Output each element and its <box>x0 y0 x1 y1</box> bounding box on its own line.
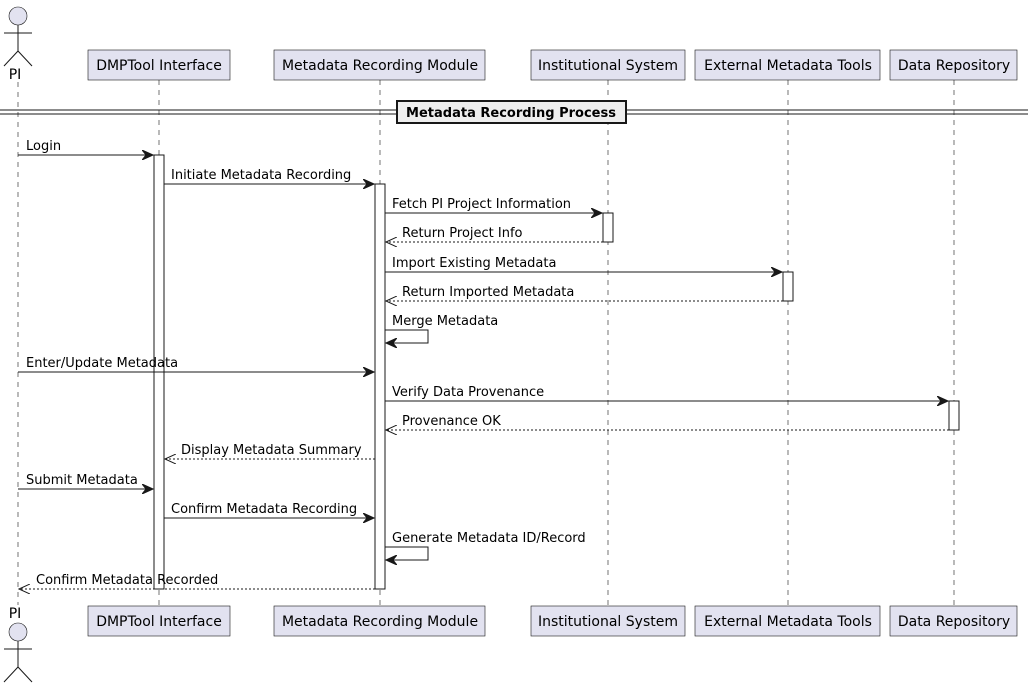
messages: Login Initiate Metadata Recording Fetch … <box>18 139 949 589</box>
activation-institutional-system <box>602 212 614 243</box>
message-label: Display Metadata Summary <box>181 443 362 458</box>
activation-external-metadata-tools <box>782 271 794 302</box>
participant-data-repository-bottom: Data Repository <box>889 605 1018 637</box>
participant-metadata-recording-module-top: Metadata Recording Module <box>273 49 486 81</box>
message-label: Return Project Info <box>402 226 523 241</box>
message-label: Enter/Update Metadata <box>26 356 178 371</box>
message-label: Provenance OK <box>402 414 501 429</box>
message-label: Initiate Metadata Recording <box>171 168 351 183</box>
participant-label: Metadata Recording Module <box>282 58 478 74</box>
actor-label: PI <box>9 606 22 622</box>
message-label: Merge Metadata <box>392 314 498 329</box>
message-label: Return Imported Metadata <box>402 285 574 300</box>
message-label: Fetch PI Project Information <box>392 197 571 212</box>
message-label: Login <box>26 139 61 154</box>
actor-icon <box>3 6 33 67</box>
actor-icon <box>3 622 33 683</box>
actor-pi-bottom: PI <box>3 606 33 683</box>
participant-dmptool-interface-top: DMPTool Interface <box>87 49 231 81</box>
participant-data-repository-top: Data Repository <box>889 49 1018 81</box>
participant-institutional-system-bottom: Institutional System <box>530 605 686 637</box>
participant-label: Data Repository <box>898 614 1010 630</box>
participants-bottom: PI DMPTool Interface Metadata Recording … <box>3 605 1018 683</box>
group-label: Metadata Recording Process <box>406 106 616 121</box>
participants-top: PI DMPTool Interface Metadata Recording … <box>3 6 1018 83</box>
message-arrow <box>385 546 429 560</box>
activation-metadata-recording-module <box>374 183 386 590</box>
message-arrow <box>385 329 429 343</box>
participant-external-metadata-tools-bottom: External Metadata Tools <box>694 605 881 637</box>
message-label: Submit Metadata <box>26 473 138 488</box>
participant-dmptool-interface-bottom: DMPTool Interface <box>87 605 231 637</box>
participant-external-metadata-tools-top: External Metadata Tools <box>694 49 881 81</box>
participant-label: Institutional System <box>538 614 678 630</box>
participant-label: DMPTool Interface <box>96 614 222 630</box>
message-label: Confirm Metadata Recording <box>171 502 357 517</box>
participant-label: DMPTool Interface <box>96 58 222 74</box>
participant-label: Metadata Recording Module <box>282 614 478 630</box>
actor-pi-top: PI <box>3 6 33 83</box>
message-label: Verify Data Provenance <box>392 385 544 400</box>
participant-label: External Metadata Tools <box>704 614 872 630</box>
group-separator: Metadata Recording Process <box>0 100 1028 124</box>
participant-label: Institutional System <box>538 58 678 74</box>
activation-data-repository <box>948 400 960 431</box>
message-label: Confirm Metadata Recorded <box>36 573 218 588</box>
message-label: Import Existing Metadata <box>392 256 556 271</box>
participant-label: External Metadata Tools <box>704 58 872 74</box>
message-label: Generate Metadata ID/Record <box>392 531 586 546</box>
actor-label: PI <box>9 67 22 83</box>
participant-metadata-recording-module-bottom: Metadata Recording Module <box>273 605 486 637</box>
participant-institutional-system-top: Institutional System <box>530 49 686 81</box>
participant-label: Data Repository <box>898 58 1010 74</box>
